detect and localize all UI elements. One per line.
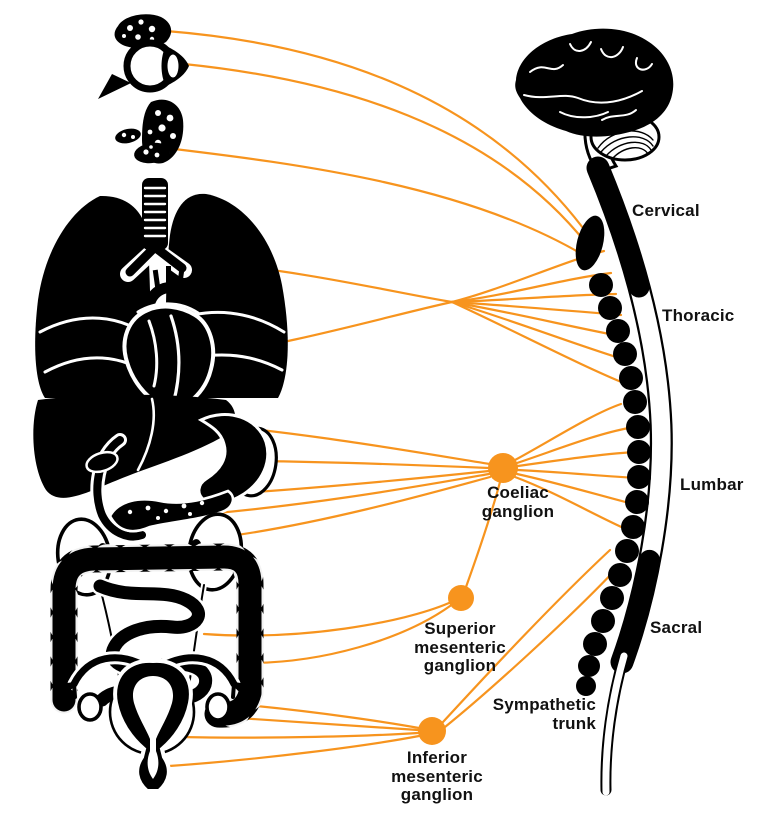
superior-mesenteric-ganglion-node xyxy=(448,585,474,611)
uterus-icon xyxy=(113,658,193,793)
label-inferior-mesenteric-ganglion: Inferior mesenteric ganglion xyxy=(391,748,483,804)
nerve-coeliac-t4 xyxy=(516,468,639,480)
nerve-sigmoid xyxy=(244,703,421,730)
nerve-coeliac-t5 xyxy=(515,472,635,506)
label-sacral: Sacral xyxy=(650,618,703,637)
label-lumbar: Lumbar xyxy=(680,475,744,494)
sympathetic-trunk-chain xyxy=(575,215,651,696)
nerve-thoracic-7 xyxy=(450,300,633,388)
thoracic-organs xyxy=(35,178,288,414)
ovary-right-icon xyxy=(205,692,231,722)
nerve-lines xyxy=(153,29,639,769)
brain-icon xyxy=(515,28,674,137)
prevertebral-ganglia xyxy=(418,453,518,745)
label-superior-mesenteric-ganglion: Superior mesenteric ganglion xyxy=(414,619,506,675)
nerve-coeliac-t3 xyxy=(516,450,637,468)
nerve-kidney xyxy=(228,475,492,538)
label-cervical: Cervical xyxy=(632,201,700,220)
nerve-coeliac-smg xyxy=(464,480,502,589)
label-sympathetic-trunk: Sympathetic trunk xyxy=(492,695,596,733)
nerve-spleen xyxy=(251,459,491,470)
nerve-vagina xyxy=(153,734,421,769)
head-organs xyxy=(98,14,189,164)
gallbladder-icon xyxy=(85,450,119,474)
trachea-icon xyxy=(120,178,192,282)
nerve-trunk-img-1 xyxy=(441,548,612,724)
label-thoracic: Thoracic xyxy=(662,306,735,325)
nerve-salivary xyxy=(164,146,592,261)
coeliac-ganglion-node xyxy=(488,453,518,483)
label-coeliac-ganglion: Coeliac ganglion xyxy=(481,483,555,521)
superior-cervical-ganglion-icon xyxy=(575,215,605,271)
ovary-left-icon xyxy=(77,692,103,722)
eye-icon xyxy=(98,39,189,99)
nerve-large-intestine xyxy=(246,604,452,665)
nerve-lacrimal xyxy=(164,29,585,230)
nerve-thoracic-6 xyxy=(450,300,631,363)
liver-icon xyxy=(33,394,236,498)
nerve-coeliac-t2 xyxy=(515,426,631,465)
lacrimal-gland-icon xyxy=(114,14,172,49)
pancreas-icon xyxy=(108,489,235,533)
large-intestine-icon xyxy=(49,542,265,729)
nerve-coeliac-t6 xyxy=(513,475,630,532)
spinal-cord-icon xyxy=(586,156,673,796)
nerve-uterus xyxy=(177,731,420,739)
salivary-glands-icon xyxy=(115,99,184,164)
inferior-mesenteric-ganglion-node xyxy=(418,717,446,745)
nerve-coeliac-t1 xyxy=(513,402,623,462)
pelvic-organs xyxy=(59,651,249,793)
nerve-trunk-img-2 xyxy=(443,565,620,729)
nerve-eye xyxy=(182,62,588,245)
cns xyxy=(515,28,674,796)
heart-icon xyxy=(122,266,216,414)
